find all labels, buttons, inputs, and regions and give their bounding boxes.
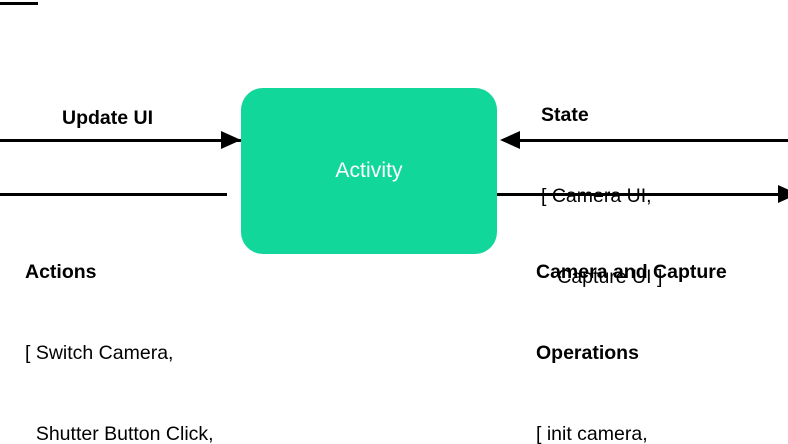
- edge-label-camera-operations-block: Camera and Capture Operations [ init cam…: [536, 205, 727, 444]
- camera-operations-heading-line-1: Camera and Capture: [536, 261, 727, 283]
- activity-node-label: Activity: [335, 159, 403, 182]
- actions-item: Shutter Button Click,: [25, 423, 214, 444]
- camera-operations-item: [ init camera,: [536, 423, 648, 444]
- actions-item: [ Switch Camera,: [25, 342, 174, 364]
- edge-label-update-ui: Update UI: [62, 107, 154, 129]
- state-heading: State: [541, 104, 589, 126]
- edge-line-state: [520, 139, 788, 142]
- edge-line-update-ui: [0, 139, 241, 142]
- arrowhead-actions-icon: [221, 131, 241, 149]
- cropped-rule-fragment: [0, 2, 38, 5]
- actions-heading: Actions: [25, 261, 97, 283]
- camera-operations-heading-line-2: Operations: [536, 342, 639, 364]
- edge-label-actions-block: Actions [ Switch Camera, Shutter Button …: [25, 205, 261, 444]
- edge-line-camera-operations: [497, 193, 788, 196]
- edge-line-actions: [0, 193, 227, 196]
- state-item: Capture UI ]: [541, 266, 663, 288]
- state-item: [ Camera UI,: [541, 185, 652, 207]
- edge-label-state-block: State [ Camera UI, Capture UI ]: [541, 48, 662, 345]
- arrowhead-camera-operations-icon: [778, 185, 788, 203]
- activity-node[interactable]: Activity: [241, 88, 497, 254]
- arrowhead-state-icon: [500, 131, 520, 149]
